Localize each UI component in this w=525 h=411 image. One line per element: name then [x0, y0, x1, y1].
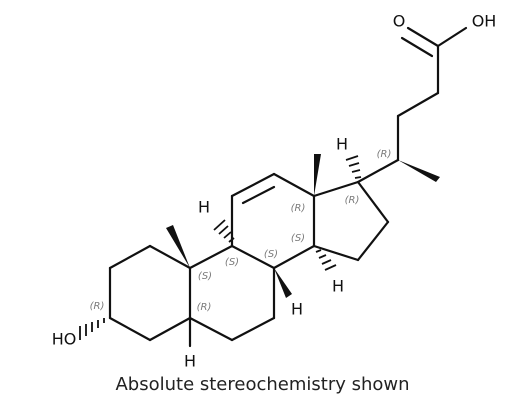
- h-c14-label: H: [332, 277, 344, 296]
- wedge-c10-methyl: [166, 225, 190, 268]
- stereo-c5: (R): [197, 302, 212, 313]
- wedge-c13-methyl: [314, 154, 321, 196]
- acid-oh-label: OH: [472, 12, 497, 31]
- stereo-descriptors: (R) (R) (R) (S) (S) (S) (S) (R) (R): [90, 149, 392, 313]
- h-c17-label: H: [336, 135, 348, 154]
- stereo-c8: (S): [264, 249, 278, 260]
- stereo-c3: (R): [90, 301, 105, 312]
- hydroxyl-ho-label: HO: [52, 330, 77, 349]
- wedge-bonds: [166, 154, 440, 348]
- stereo-c14: (S): [291, 233, 305, 244]
- wedge-c20-methyl: [398, 160, 440, 182]
- hash-bonds: [79, 155, 362, 340]
- carbonyl-o-label: O: [393, 12, 406, 31]
- wedge-c8-h: [274, 268, 292, 298]
- h-c5-label: H: [184, 352, 196, 371]
- stereo-c10: (S): [198, 271, 212, 282]
- ring-c-bonds: [230, 172, 316, 270]
- stereo-c17: (R): [345, 195, 360, 206]
- stereo-c20: (R): [377, 149, 392, 160]
- atom-labels: OH O HO H H H H H: [52, 12, 497, 371]
- side-chain-bonds: [356, 26, 468, 184]
- ring-d-bonds: [312, 180, 390, 262]
- h-c9-label: H: [198, 198, 210, 217]
- caption: Absolute stereochemistry shown: [115, 374, 410, 395]
- ring-a-bonds: [108, 244, 192, 342]
- stereo-c13: (R): [291, 203, 306, 214]
- h-c8-label: H: [291, 300, 303, 319]
- ring-b-bonds: [188, 244, 276, 342]
- stereo-c9: (S): [225, 257, 239, 268]
